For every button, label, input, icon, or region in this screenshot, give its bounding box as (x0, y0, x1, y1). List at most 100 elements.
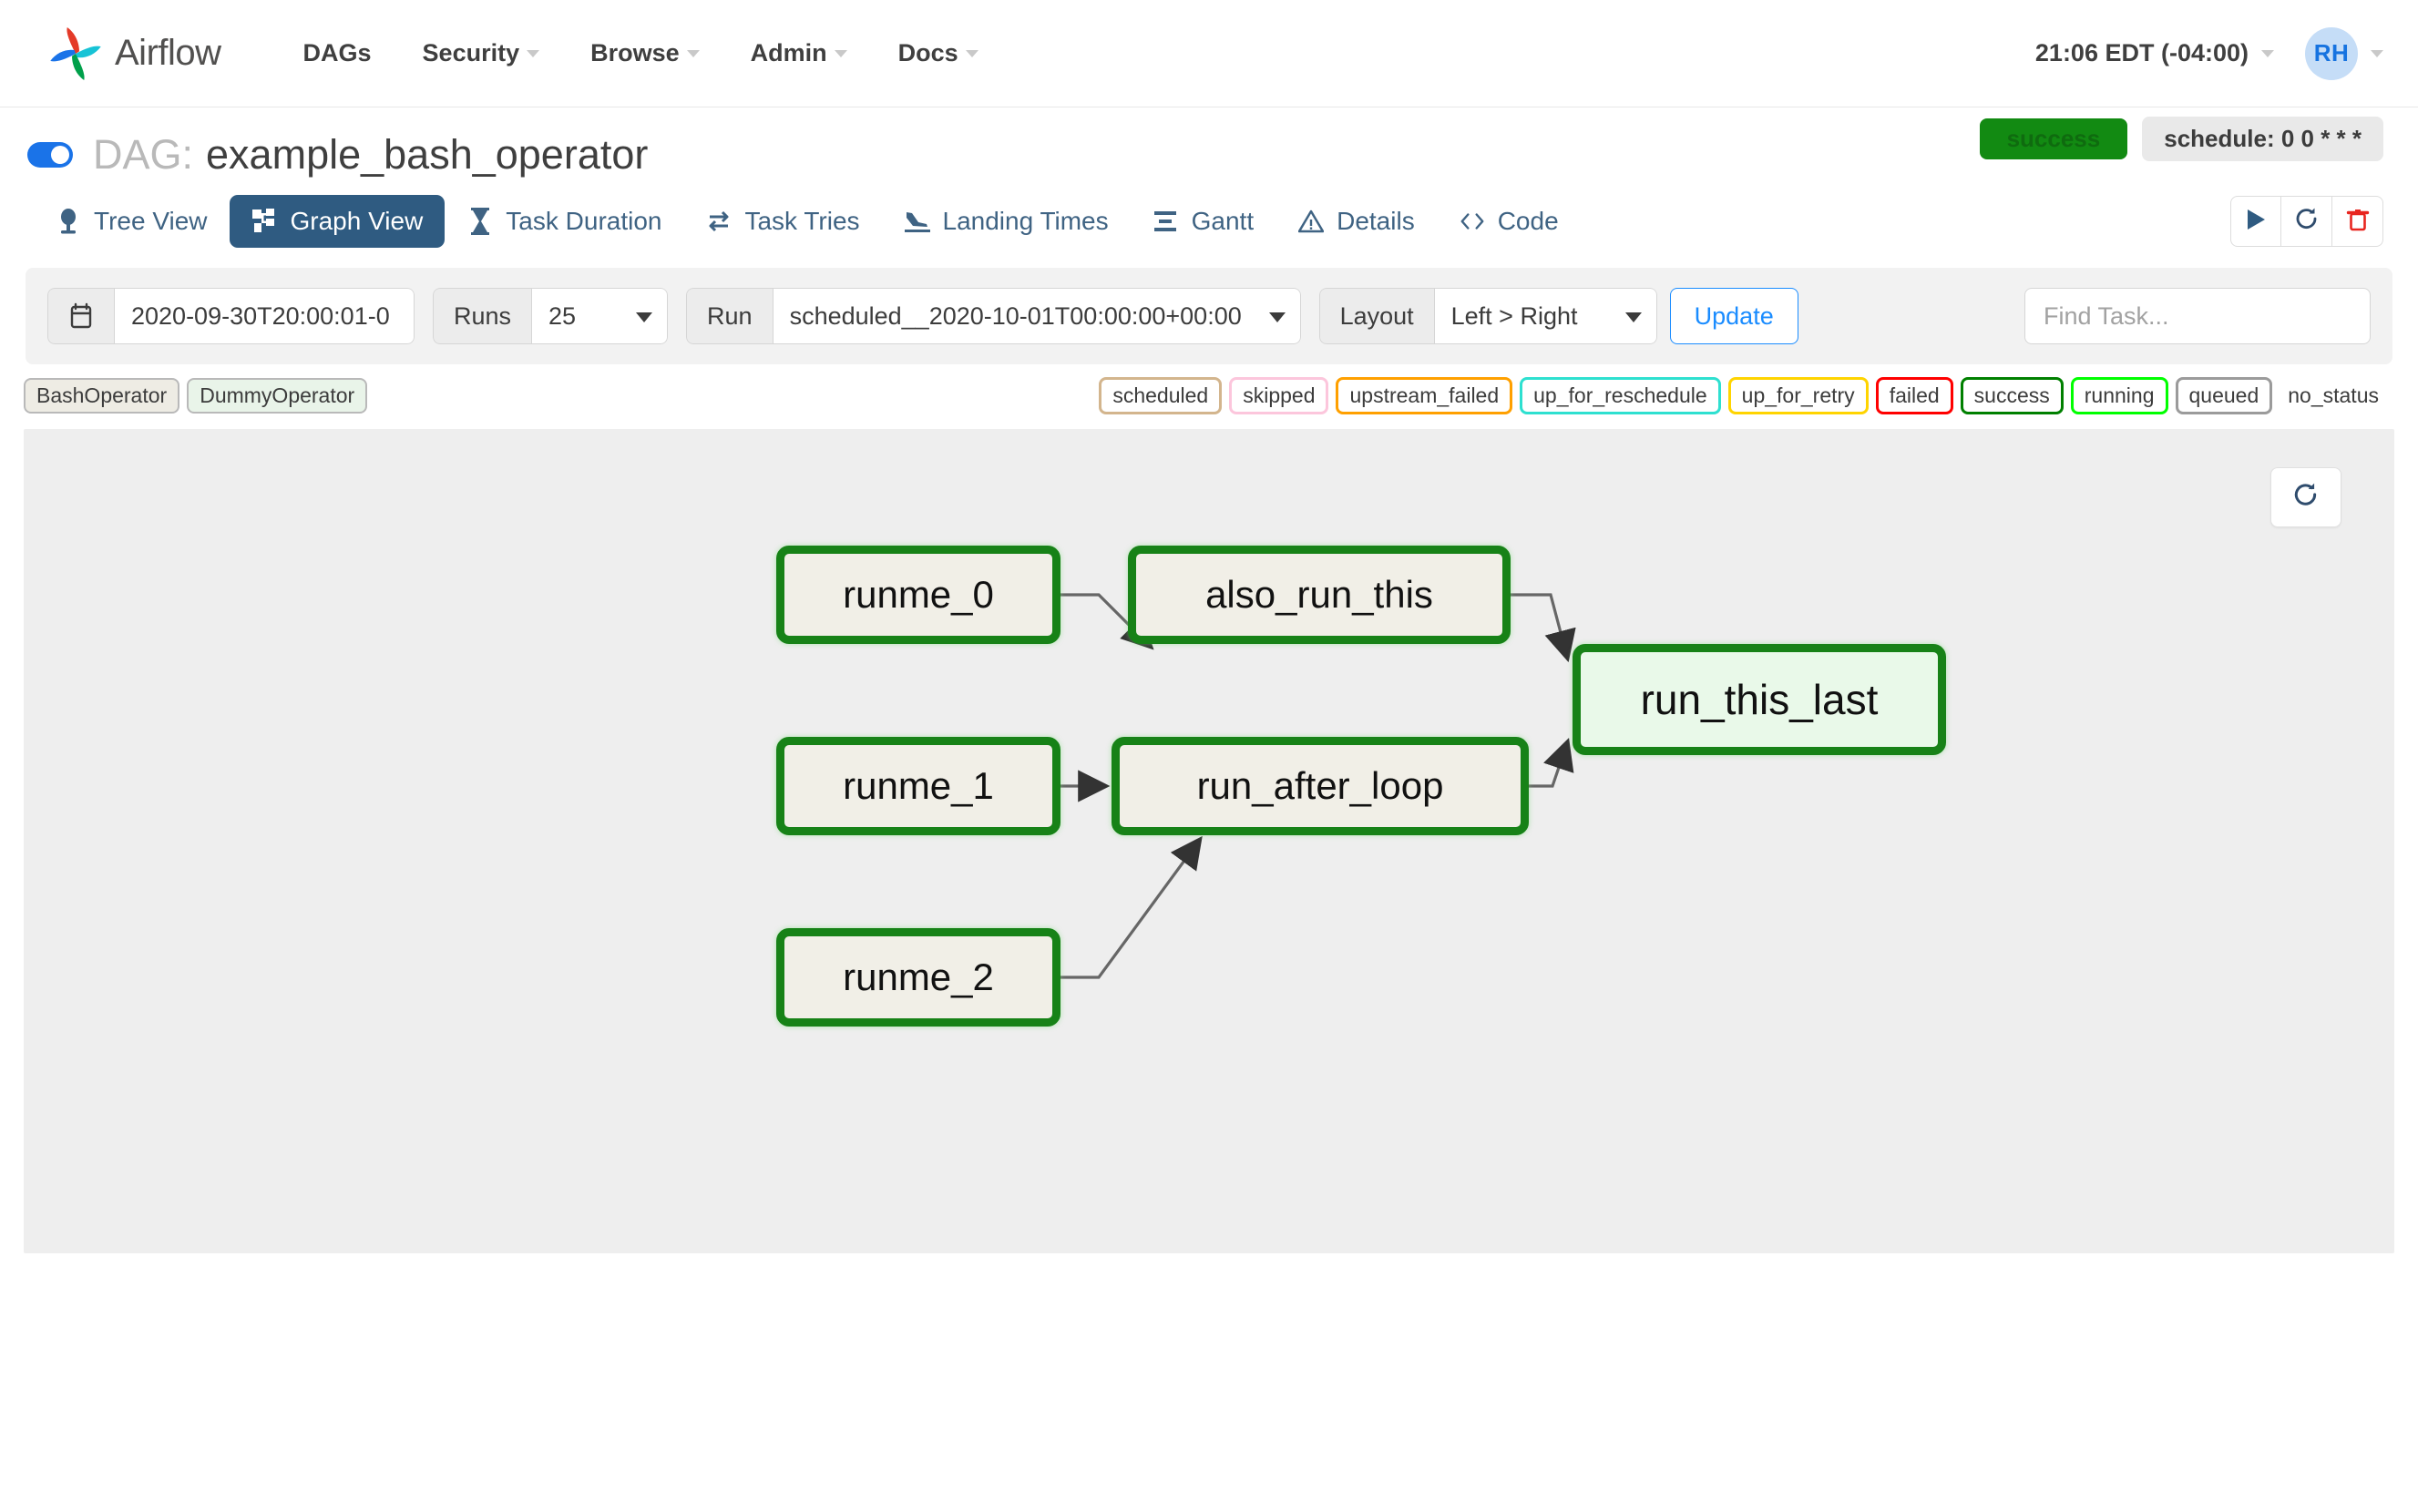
chevron-down-icon (965, 49, 978, 57)
tab-task-tries[interactable]: Task Tries (683, 195, 881, 248)
nav-item-browse[interactable]: Browse (565, 30, 725, 77)
graph-node-label: run_after_loop (1196, 764, 1444, 807)
graph-node-run_after_loop[interactable]: run_after_loop (1112, 737, 1529, 835)
nav-item-dags[interactable]: DAGs (278, 30, 397, 77)
edge-also_run_this-run_this_last (1511, 593, 1576, 663)
update-button[interactable]: Update (1669, 288, 1798, 344)
runs-select-value: 25 (548, 301, 577, 330)
legend-status-upstream-failed[interactable]: upstream_failed (1336, 377, 1513, 414)
refresh-icon (2292, 482, 2320, 514)
nav-item-label: DAGs (302, 39, 372, 66)
layout-select[interactable]: Left > Right (1433, 288, 1657, 344)
graph-node-also_run_this[interactable]: also_run_this (1128, 546, 1511, 644)
legend-status-queued[interactable]: queued (2175, 377, 2273, 414)
graph-node-runme_1[interactable]: runme_1 (776, 737, 1060, 835)
user-menu[interactable]: RH (2305, 26, 2383, 80)
chevron-down-icon (834, 49, 847, 57)
execution-date-input[interactable]: 2020-09-30T20:00:01-0 (114, 288, 415, 344)
legend-status-failed[interactable]: failed (1875, 377, 1953, 414)
dag-badges: success schedule: 0 0 * * * (1979, 116, 2383, 161)
runs-label: Runs (433, 288, 532, 344)
nav-item-label: Docs (897, 39, 958, 66)
nav-item-admin[interactable]: Admin (725, 30, 873, 77)
run-group: Run scheduled__2020-10-01T00:00:00+00:00 (686, 288, 1301, 344)
hourglass-icon (466, 208, 494, 235)
graph-canvas[interactable]: runme_0 runme_1 runme_2 also_run_this ru… (24, 429, 2394, 1253)
tree-icon (55, 208, 82, 235)
code-brackets-icon (1459, 208, 1486, 235)
chevron-down-icon (2371, 49, 2383, 57)
exchange-icon (705, 208, 733, 235)
legend-status-skipped[interactable]: skipped (1229, 377, 1329, 414)
timezone-label: 21:06 EDT (-04:00) (2034, 39, 2249, 66)
dag-prefix-label: DAG: (93, 131, 194, 178)
layout-select-value: Left > Right (1450, 301, 1578, 330)
nav-item-label: Browse (590, 39, 680, 66)
graph-refresh-button[interactable] (2270, 467, 2341, 527)
run-select[interactable]: scheduled__2020-10-01T00:00:00+00:00 (772, 288, 1301, 344)
graph-node-label: runme_1 (843, 764, 994, 807)
calendar-icon[interactable] (47, 288, 114, 344)
legend-status-up-for-retry[interactable]: up_for_retry (1727, 377, 1869, 414)
tab-label: Task Tries (744, 207, 860, 235)
graph-node-runme_2[interactable]: runme_2 (776, 928, 1060, 1027)
layout-label: Layout (1318, 288, 1434, 344)
chevron-down-icon (686, 49, 700, 57)
run-label: Run (686, 288, 773, 344)
tab-task-duration[interactable]: Task Duration (445, 195, 683, 248)
legend-status-success[interactable]: success (1960, 377, 2064, 414)
brand-logo-link[interactable]: Airflow (46, 24, 221, 84)
schedule-badge[interactable]: schedule: 0 0 * * * (2142, 116, 2383, 161)
status-badge: success (1979, 117, 2128, 159)
tab-label: Task Duration (506, 207, 662, 235)
runs-select[interactable]: 25 (531, 288, 669, 344)
dag-action-buttons (2230, 196, 2383, 247)
chevron-down-icon (1268, 312, 1286, 322)
edge-runme_2-run_after_loop (1060, 835, 1203, 979)
edge-run_after_loop-run_this_last (1529, 737, 1574, 788)
tab-landing-times[interactable]: Landing Times (882, 195, 1131, 248)
legend-status-no-status[interactable]: no_status (2288, 383, 2379, 407)
nav-item-security[interactable]: Security (397, 30, 566, 77)
tab-label: Graph View (290, 207, 424, 235)
tab-label: Gantt (1191, 207, 1255, 235)
plane-landing-icon (904, 208, 931, 235)
execution-date-group: 2020-09-30T20:00:01-0 (47, 288, 415, 344)
tab-graph-view[interactable]: Graph View (229, 195, 446, 248)
tab-gantt[interactable]: Gantt (1131, 195, 1276, 248)
graph-node-runme_0[interactable]: runme_0 (776, 546, 1060, 644)
timezone-selector[interactable]: 21:06 EDT (-04:00) (2035, 39, 2274, 67)
trigger-dag-button[interactable] (2230, 196, 2281, 247)
legend-operator-dummyoperator[interactable]: DummyOperator (187, 378, 368, 414)
legend-operator-bashoperator[interactable]: BashOperator (24, 378, 180, 414)
legend-status-up-for-reschedule[interactable]: up_for_reschedule (1520, 377, 1721, 414)
filter-toolbar: 2020-09-30T20:00:01-0 Runs 25 Run schedu… (26, 268, 2392, 364)
avatar: RH (2305, 26, 2358, 80)
operator-legend: BashOperator DummyOperator (24, 378, 368, 414)
refresh-button[interactable] (2281, 196, 2332, 247)
tab-code[interactable]: Code (1437, 195, 1581, 248)
tab-tree-view[interactable]: Tree View (33, 195, 230, 248)
legend-status-scheduled[interactable]: scheduled (1099, 377, 1223, 414)
nav-items: DAGs Security Browse Admin Docs (278, 30, 1004, 77)
tab-label: Landing Times (942, 207, 1109, 235)
tab-details[interactable]: Details (1276, 195, 1437, 248)
tab-label: Tree View (94, 207, 208, 235)
chevron-down-icon (636, 312, 653, 322)
dag-title-row: DAG: example_bash_operator success sched… (0, 107, 2418, 179)
top-navbar: Airflow DAGs Security Browse Admin Docs … (0, 0, 2418, 107)
delete-dag-button[interactable] (2332, 196, 2383, 247)
legend-status-running[interactable]: running (2070, 377, 2168, 414)
run-select-value: scheduled__2020-10-01T00:00:00+00:00 (789, 301, 1242, 330)
chevron-down-icon (2261, 49, 2274, 57)
graph-node-label: run_this_last (1640, 676, 1879, 723)
nav-item-docs[interactable]: Docs (873, 30, 1004, 77)
graph-node-run_this_last[interactable]: run_this_last (1573, 644, 1946, 755)
airflow-logo-icon (46, 24, 106, 84)
view-tabs: Tree View Graph View Task Duration Task … (0, 179, 2418, 268)
chevron-down-icon (1624, 312, 1642, 322)
find-task-input[interactable]: Find Task... (2024, 288, 2371, 344)
trash-icon (2346, 207, 2370, 237)
dag-pause-toggle[interactable] (27, 142, 73, 168)
nav-item-label: Security (422, 39, 520, 66)
